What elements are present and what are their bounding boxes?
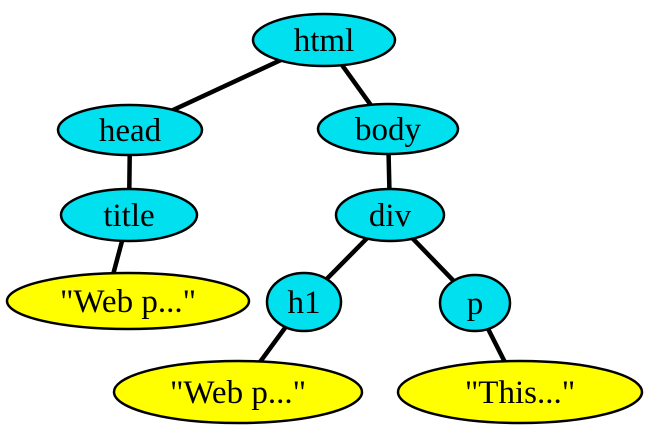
node-label-div: div [369,198,412,234]
node-label-h1: h1 [288,285,321,321]
node-ellipse-head [56,103,204,157]
node-html: html [251,12,397,68]
node-ellipse-p [438,273,512,333]
node-label-p: p [467,286,484,322]
node-ellipse-p-text [396,359,644,425]
node-div: div [334,187,446,243]
node-label-h1-text: "Web p..." [170,375,306,411]
node-ellipse-title-text [5,271,251,331]
node-label-head: head [99,113,162,149]
node-label-title: title [103,198,154,234]
node-label-title-text: "Web p..." [60,284,196,320]
node-ellipse-title [59,187,199,243]
node-head: head [56,103,204,157]
node-ellipse-div [334,187,446,243]
node-title: title [59,187,199,243]
node-label-html: html [294,23,355,59]
node-label-p-text: "This..." [465,375,575,411]
node-ellipse-body [316,102,460,156]
node-title-text: "Web p..." [5,271,251,331]
node-label-body: body [355,112,422,148]
node-h1-text: "Web p..." [112,359,364,425]
node-p: p [438,273,512,333]
node-h1: h1 [265,271,343,333]
node-ellipse-h1-text [112,359,364,425]
node-ellipse-h1 [265,271,343,333]
node-body: body [316,102,460,156]
node-p-text: "This..." [396,359,644,425]
node-ellipse-html [251,12,397,68]
